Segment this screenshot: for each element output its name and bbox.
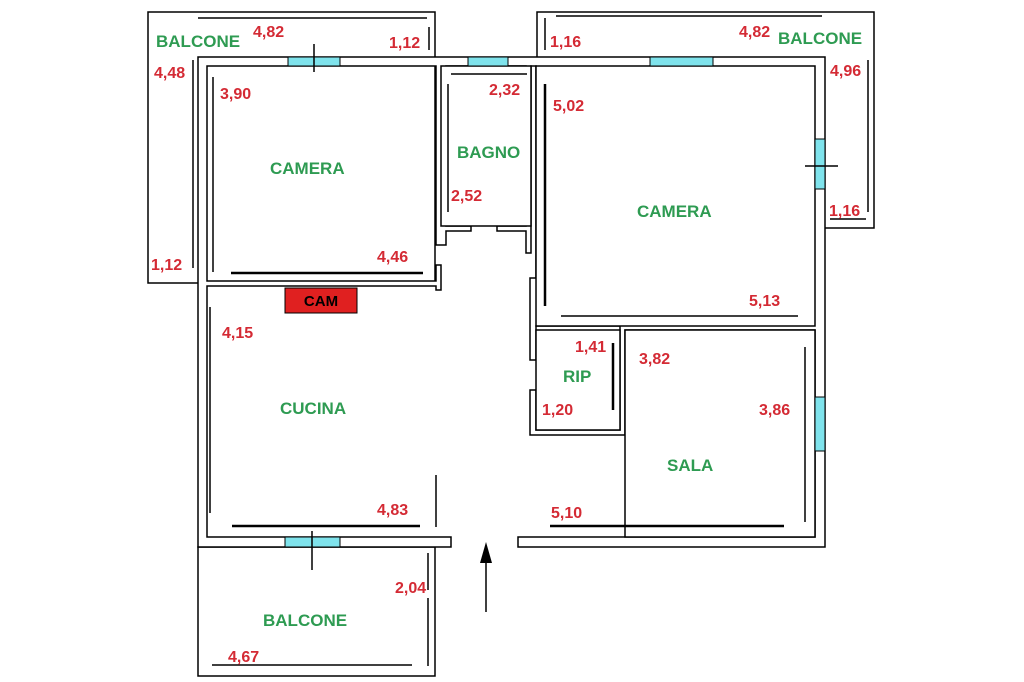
dimension-label: 3,90 bbox=[220, 86, 251, 103]
dimension-label: 4,82 bbox=[253, 24, 284, 41]
balcony-bottom bbox=[197, 546, 436, 677]
room-label-camera-right: CAMERA bbox=[637, 202, 712, 221]
dimension-label: 4,96 bbox=[830, 63, 861, 80]
dimension-label: 1,12 bbox=[151, 257, 182, 274]
cam-box bbox=[284, 287, 358, 314]
dimension-label: 1,20 bbox=[542, 402, 573, 419]
dimension-label: 2,52 bbox=[451, 188, 482, 205]
dimension-label: 2,32 bbox=[489, 82, 520, 99]
dimension-label: 2,04 bbox=[395, 580, 426, 597]
dimension-label: 3,82 bbox=[639, 351, 670, 368]
cam-label: CAM bbox=[304, 293, 338, 310]
dimension-label: 5,10 bbox=[551, 505, 582, 522]
dimension-label: 4,15 bbox=[222, 325, 253, 342]
windows bbox=[284, 44, 838, 570]
room-label-balcone-top-left: BALCONE bbox=[156, 32, 240, 51]
dimension-lines bbox=[209, 73, 806, 528]
dimension-label: 3,86 bbox=[759, 402, 790, 419]
window bbox=[814, 138, 826, 190]
room-label-sala: SALA bbox=[667, 456, 713, 475]
entrance-arrow-icon bbox=[480, 542, 492, 612]
window bbox=[814, 396, 826, 452]
balcony-top-left bbox=[147, 11, 436, 284]
window bbox=[649, 56, 714, 67]
window bbox=[467, 56, 509, 67]
dimension-label: 4,83 bbox=[377, 502, 408, 519]
room-label-rip: RIP bbox=[563, 367, 591, 386]
dimension-label: 1,12 bbox=[389, 35, 420, 52]
room-label-cucina: CUCINA bbox=[280, 399, 346, 418]
building-walls bbox=[197, 56, 826, 548]
room-label-balcone-top-right: BALCONE bbox=[778, 29, 862, 48]
room-label-camera-left: CAMERA bbox=[270, 159, 345, 178]
dimension-label: 1,16 bbox=[550, 34, 581, 51]
dimension-label: 1,41 bbox=[575, 339, 606, 356]
dimension-label: 1,16 bbox=[829, 203, 860, 220]
room-label-bagno: BAGNO bbox=[457, 143, 520, 162]
dimension-label: 4,46 bbox=[377, 249, 408, 266]
room-label-balcone-bottom: BALCONE bbox=[263, 611, 347, 630]
dimension-label: 4,67 bbox=[228, 649, 259, 666]
dimension-label: 5,13 bbox=[749, 293, 780, 310]
dimension-label: 4,48 bbox=[154, 65, 185, 82]
dimension-label: 5,02 bbox=[553, 98, 584, 115]
dimension-label: 4,82 bbox=[739, 24, 770, 41]
